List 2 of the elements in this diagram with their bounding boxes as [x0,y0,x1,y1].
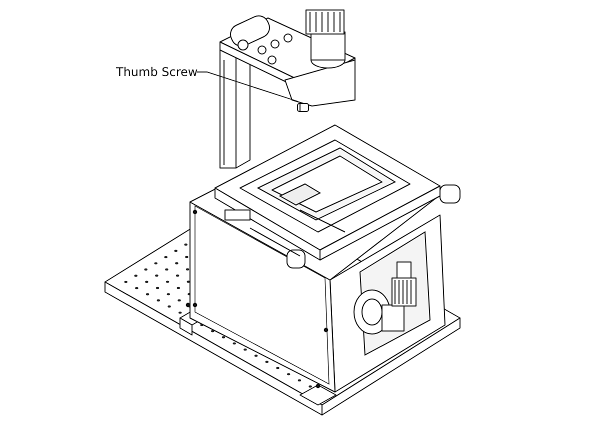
callout-label: Thumb Screw [116,65,198,79]
leader-line [196,72,298,102]
